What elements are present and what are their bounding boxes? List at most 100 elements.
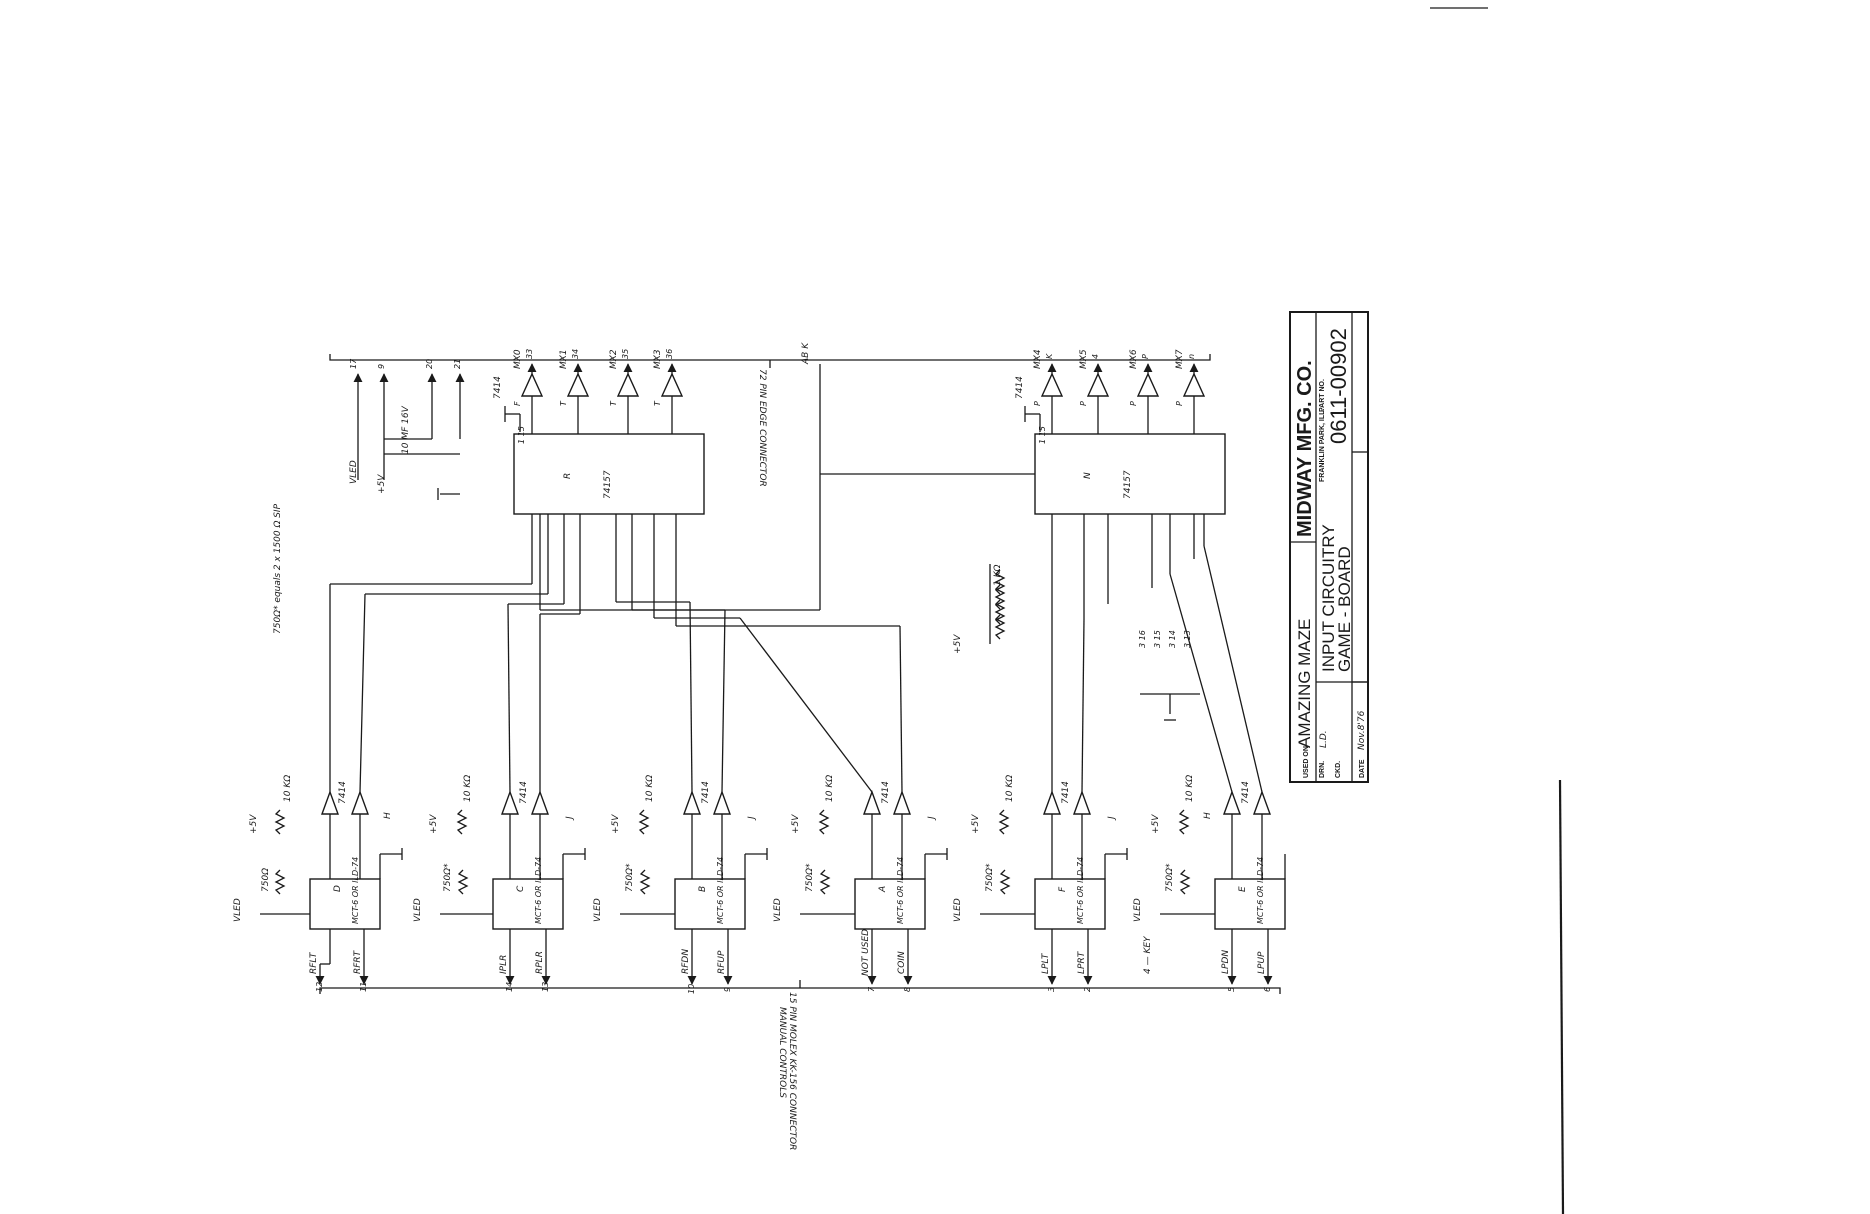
date-label: DATE <box>1359 759 1366 778</box>
out-top-2: MX2 35 T <box>609 349 640 434</box>
out-bot-1-edge: 4 <box>1091 354 1100 359</box>
out-bot-3: MX7 n P <box>1175 349 1206 434</box>
input-bus <box>330 514 900 627</box>
opto-e-inv-part: 7414 <box>1241 781 1251 804</box>
manual-controls-label: MANUAL CONTROLS <box>777 1007 787 1098</box>
opto-a-inv-part: 7414 <box>881 781 891 804</box>
edge-pin-17: 17 <box>349 358 358 369</box>
opto-c-sig1: IPLR <box>499 955 509 974</box>
out-top-3: MX3 36 T <box>653 349 684 434</box>
opto-f-ref: F <box>1058 886 1068 892</box>
opto-d-part: MCT-6 OR ILD-74 <box>351 857 360 924</box>
out-top-1-edge: 34 <box>571 349 580 359</box>
out-top-0: MX0 33 F <box>513 349 544 434</box>
out-top-1-signal: MX1 <box>559 349 569 369</box>
switch-1: 3 15 <box>1153 630 1162 648</box>
opto-e-part: MCT-6 OR ILD-74 <box>1256 857 1265 924</box>
opto-d-rb: 10 KΩ <box>283 775 293 802</box>
plus5-e: +5V <box>1151 814 1161 834</box>
opto-a-r: 750Ω* <box>805 863 815 892</box>
switch-0: 3 16 <box>1138 630 1147 648</box>
manual-connector-brace: MANUAL CONTROLS 15 PIN MOLEX KK-156 CONN… <box>319 980 1281 1150</box>
out-top-3-edge: 36 <box>665 349 674 359</box>
opto-a-in1: 7 <box>867 986 876 992</box>
power-rail: VLED +5V 10 MF 16V 17 9 20 21 <box>349 358 465 500</box>
opto-b-sig2: RFUP <box>717 950 727 974</box>
plus5-c: +5V <box>429 814 439 834</box>
edge-pin-9: 9 <box>377 364 386 369</box>
chip-74157-n: N 74157 1 15 <box>820 406 1226 515</box>
chip-n-ref: N <box>1083 472 1093 479</box>
opto-d-inv-part: 7414 <box>338 781 348 804</box>
opto-d-ref: D <box>333 885 343 892</box>
circuit: 72 PIN EDGE CONNECTOR MANUAL CONTROLS 15… <box>233 342 1286 1150</box>
key-label: 4 — KEY <box>1143 935 1153 974</box>
out-bot-0-signal: MX4 <box>1033 349 1043 369</box>
chip-n-pins: 1 15 <box>1038 426 1047 444</box>
out-bot-2: MX6 P P <box>1129 349 1160 434</box>
opto-c-r: 750Ω* <box>443 863 453 892</box>
opto-c-rb: 10 KΩ <box>463 775 473 802</box>
edge-connector-brace: 72 PIN EDGE CONNECTOR <box>329 354 1211 487</box>
opto-a-ref: A <box>878 886 888 893</box>
ckd-label: CKD. <box>1335 761 1342 778</box>
opto-b-r: 750Ω* <box>625 863 635 892</box>
opto-f-sig2: LPRT <box>1077 950 1087 974</box>
opto-e-inv: H <box>1203 812 1213 819</box>
plus5-labels: +5V +5V +5V +5V +5V +5V <box>249 814 1161 834</box>
scan-edge-right <box>1558 779 1565 1214</box>
out-top-0-signal: MX0 <box>513 349 523 369</box>
opto-b-in1: 10 <box>687 984 696 994</box>
chip-r-ref: R <box>563 473 573 479</box>
opto-a-rb: 10 KΩ <box>825 775 835 802</box>
out-bot-1: MX5 4 P <box>1079 349 1110 434</box>
part-no-label: PART NO. <box>1319 379 1326 412</box>
title-block: USED ON AMAZING MAZE MIDWAY MFG. CO. FRA… <box>1289 311 1369 783</box>
opto-d-sig2: RFRT <box>353 949 363 974</box>
switch-2: 3 14 <box>1168 630 1177 648</box>
opto-b-rb: 10 KΩ <box>645 775 655 802</box>
drn-value: L.D. <box>1319 730 1329 748</box>
opto-f-in2: 2 <box>1083 987 1092 992</box>
edge-pin-21: 21 <box>453 359 462 369</box>
ab-k-label: AB K <box>801 342 811 365</box>
opto-f-inv-part: 7414 <box>1061 781 1071 804</box>
out-top-0-ref: F <box>513 401 522 406</box>
plus5-a: +5V <box>791 814 801 834</box>
opto-e-ref: E <box>1238 886 1248 892</box>
out-top-2-signal: MX2 <box>609 349 619 369</box>
opto-e-sig2: LPUP <box>1257 951 1267 974</box>
opto-a-inv: J <box>927 816 937 821</box>
title-line-1: INPUT CIRCUITRY <box>1319 524 1338 672</box>
plus5-d: +5V <box>249 814 259 834</box>
opto-e-rb: 10 KΩ <box>1185 775 1195 802</box>
opto-a-sig2: COIN <box>897 951 907 974</box>
opto-a-sig1: NOT USED <box>861 929 871 976</box>
opto-f-part: MCT-6 OR ILD-74 <box>1076 857 1085 924</box>
opto-e-sig1: LPDN <box>1221 950 1231 974</box>
opto-c-sig2: RPLR <box>535 951 545 974</box>
inv-bot-part: 7414 <box>1015 376 1025 399</box>
opto-a-vled: VLED <box>773 898 783 922</box>
opto-c-vled: VLED <box>413 898 423 922</box>
vled-label-top: VLED <box>349 460 359 484</box>
opto-f-inv: J <box>1107 816 1117 821</box>
opto-e-in1: 5 <box>1227 987 1236 992</box>
out-top-1: MX1 34 T <box>559 349 590 434</box>
sip-note: 750Ω* equals 2 x 1500 Ω SIP <box>273 503 283 634</box>
company-name: MIDWAY MFG. CO. <box>1294 360 1316 537</box>
molex-connector-label: 15 PIN MOLEX KK-156 CONNECTOR <box>787 992 797 1150</box>
opto-e-in2: 6 <box>1263 987 1272 992</box>
opto-c-part: MCT-6 OR ILD-74 <box>534 857 543 924</box>
opto-f-sig1: LPLT <box>1041 952 1051 974</box>
opto-d-in2: 11 <box>359 982 368 992</box>
opto-d-inv: H <box>383 812 393 819</box>
opto-block-c: C MCT-6 OR ILD-74 VLED 750Ω* 14 IPLR 13 … <box>413 603 586 992</box>
top-output-inverters: MX0 33 F MX1 34 T MX2 35 T <box>493 349 684 434</box>
opto-b-in2: 9 <box>723 987 732 992</box>
used-on-value: AMAZING MAZE <box>1295 619 1314 748</box>
plus5-label-top: +5V <box>377 474 387 494</box>
opto-b-inv-part: 7414 <box>701 781 711 804</box>
out-bot-0-edge: K <box>1045 353 1054 359</box>
opto-c-inv-part: 7414 <box>519 781 529 804</box>
